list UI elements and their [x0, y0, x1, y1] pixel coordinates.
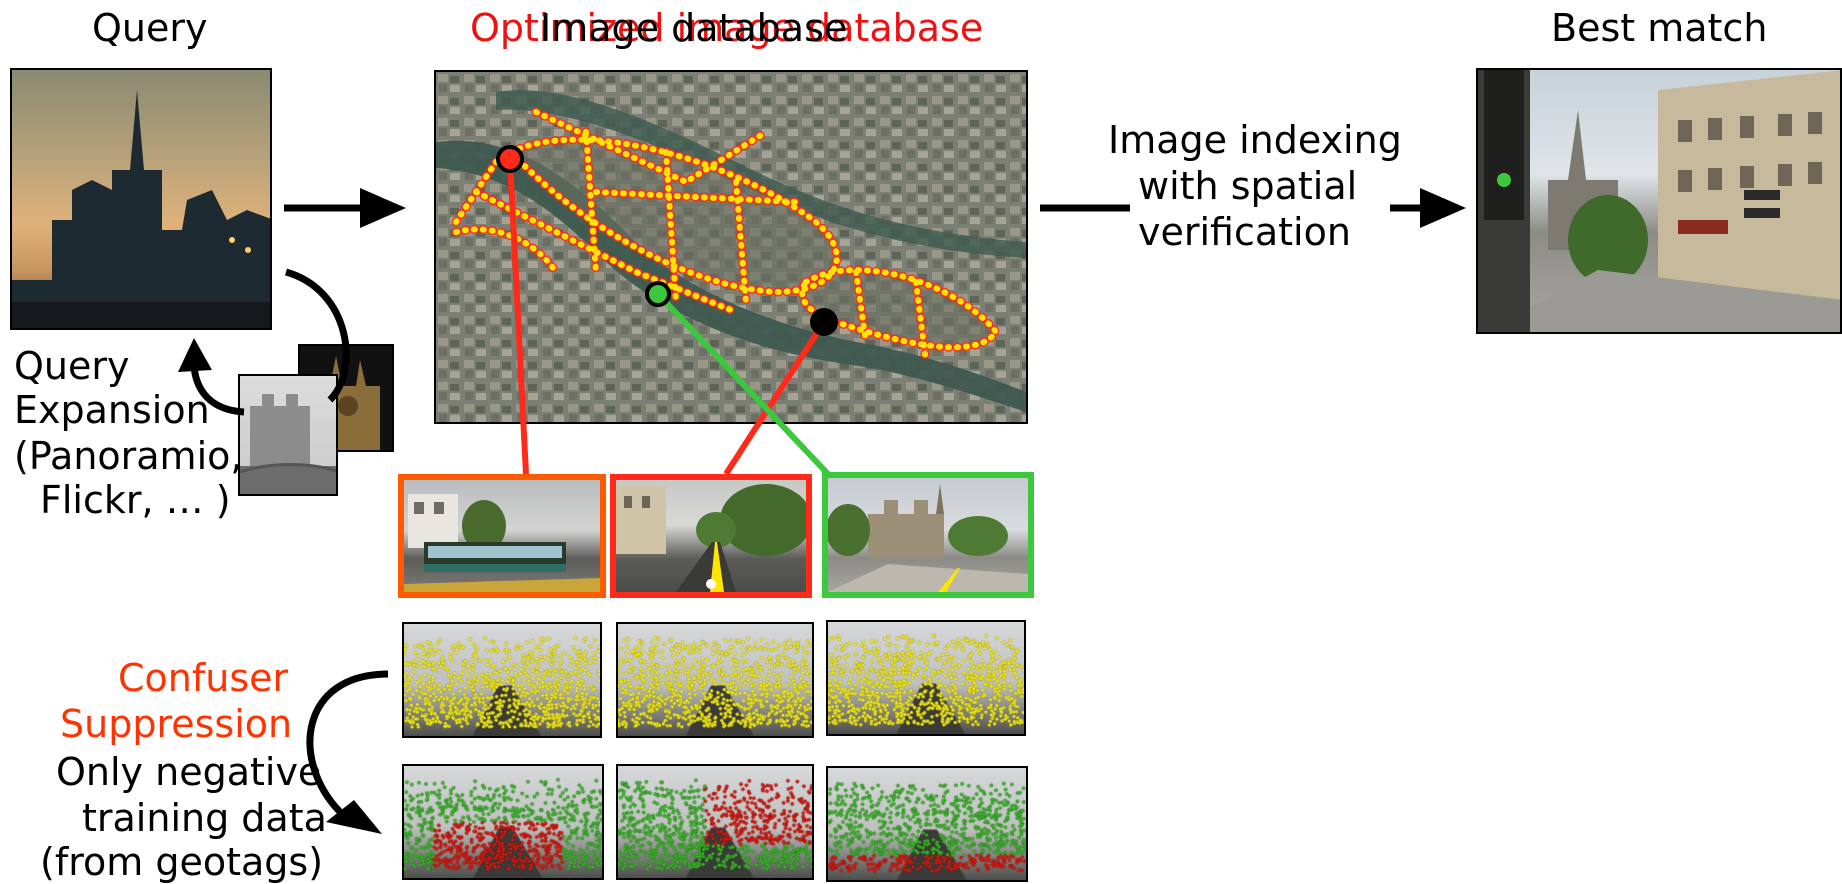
features-mixed-1 — [402, 764, 604, 880]
negative-line-1: Only negative — [56, 750, 322, 794]
aerial-map — [434, 70, 1028, 424]
arrow-indexing-to-best — [1390, 188, 1466, 228]
streetview-avenue — [610, 474, 812, 598]
feature-canvas — [404, 766, 602, 878]
indexing-line-2: with spatial — [1138, 164, 1358, 208]
best-match-photo — [1476, 68, 1842, 334]
arrow-query-to-db — [284, 188, 406, 228]
features-yellow-1 — [402, 622, 602, 738]
features-mixed-2 — [616, 764, 814, 880]
features-mixed-3 — [826, 766, 1028, 882]
optimized-db-title: Optimized image database — [470, 6, 984, 50]
streetview-cathedral — [822, 472, 1034, 598]
indexing-line-1: Image indexing — [1108, 118, 1402, 162]
expansion-line-4: Flickr, … ) — [40, 478, 231, 522]
features-yellow-3 — [826, 620, 1026, 736]
indexing-line-3: verification — [1138, 210, 1351, 254]
query-photo — [10, 68, 272, 330]
feature-canvas — [404, 624, 600, 736]
feature-canvas — [828, 768, 1026, 880]
feature-canvas — [828, 622, 1024, 734]
feature-canvas — [618, 766, 812, 878]
expansion-line-3: (Panoramio, — [14, 434, 243, 478]
negative-line-2: training data — [82, 796, 327, 840]
negative-line-3: (from geotags) — [40, 840, 324, 884]
confuser-line-2: Suppression — [60, 702, 293, 746]
best-match-title: Best match — [1551, 6, 1768, 50]
confuser-line-1: Confuser — [118, 656, 289, 700]
streetview-bus — [398, 474, 606, 598]
expansion-photo-fog — [238, 374, 338, 496]
feature-canvas — [618, 624, 812, 736]
features-yellow-2 — [616, 622, 814, 738]
expansion-line-1: Query — [14, 344, 130, 388]
image-db-title: Image database — [540, 6, 848, 50]
expansion-line-2: Expansion — [14, 388, 210, 432]
query-title: Query — [92, 6, 208, 50]
